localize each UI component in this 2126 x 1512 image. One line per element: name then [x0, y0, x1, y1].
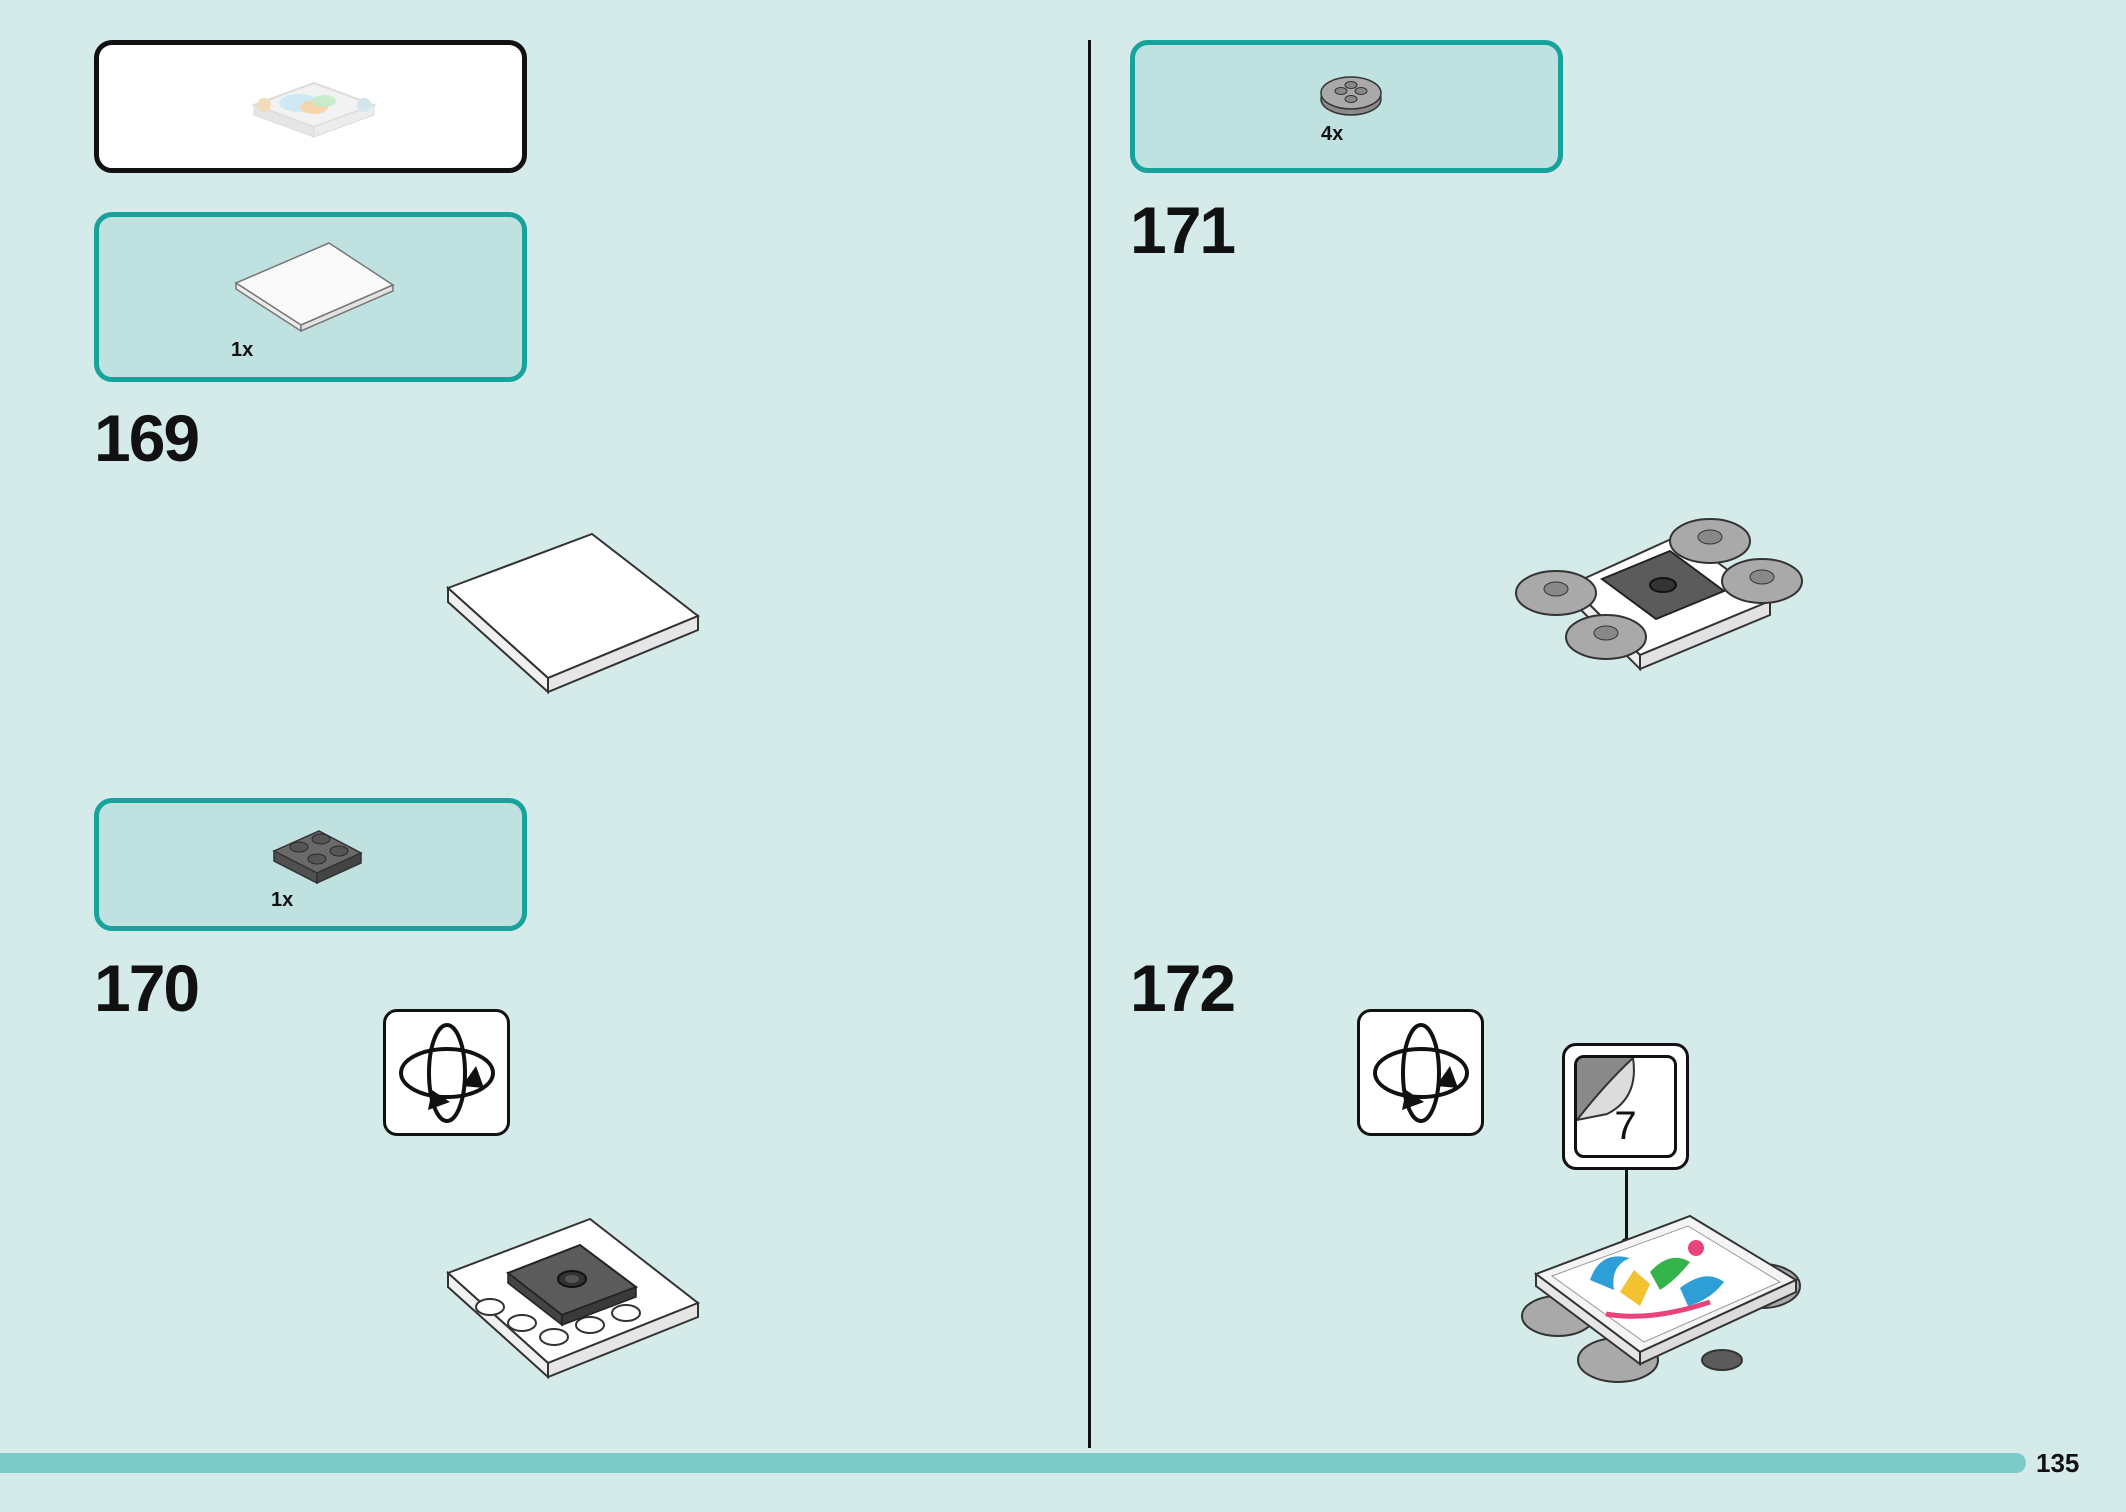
dark-gray-plate-part-icon [272, 830, 363, 885]
rotate-model-box [383, 1009, 510, 1136]
model-base-with-round-plates [1515, 518, 1803, 672]
model-funbay-sign [1521, 1214, 1801, 1383]
step-number-169: 169 [94, 401, 200, 475]
white-tile-part-icon [234, 242, 395, 333]
page-column-divider [1088, 40, 1091, 1448]
rotate-model-icon [1373, 1023, 1469, 1123]
sticker-callout-box: 7 [1562, 1043, 1689, 1170]
step-number-172: 172 [1130, 951, 1236, 1025]
subassembly-preview-icon [251, 81, 377, 138]
sticker-number: 7 [1614, 1104, 1637, 1148]
rotate-model-icon [399, 1023, 495, 1123]
parts-list-box-170: 1x [94, 798, 527, 931]
page-number: 135 [2036, 1448, 2080, 1478]
parts-list-box-171: 4x [1130, 40, 1563, 173]
parts-quantity: 1x [231, 339, 254, 361]
subassembly-preview-box [94, 40, 527, 173]
parts-quantity: 4x [1321, 123, 1344, 145]
round-plate-part-icon [1320, 76, 1382, 116]
sticker-icon: 7 [1574, 1055, 1677, 1158]
sticker-pointer-line [1625, 1170, 1628, 1245]
step-number-171: 171 [1130, 193, 1236, 267]
rotate-model-box [1357, 1009, 1484, 1136]
parts-list-box-169: 1x [94, 212, 527, 382]
model-white-tile [446, 532, 700, 695]
footer-progress-bar [0, 1453, 2026, 1473]
parts-quantity: 1x [271, 889, 294, 911]
step-number-170: 170 [94, 951, 200, 1025]
model-tile-with-plate [446, 1217, 700, 1380]
